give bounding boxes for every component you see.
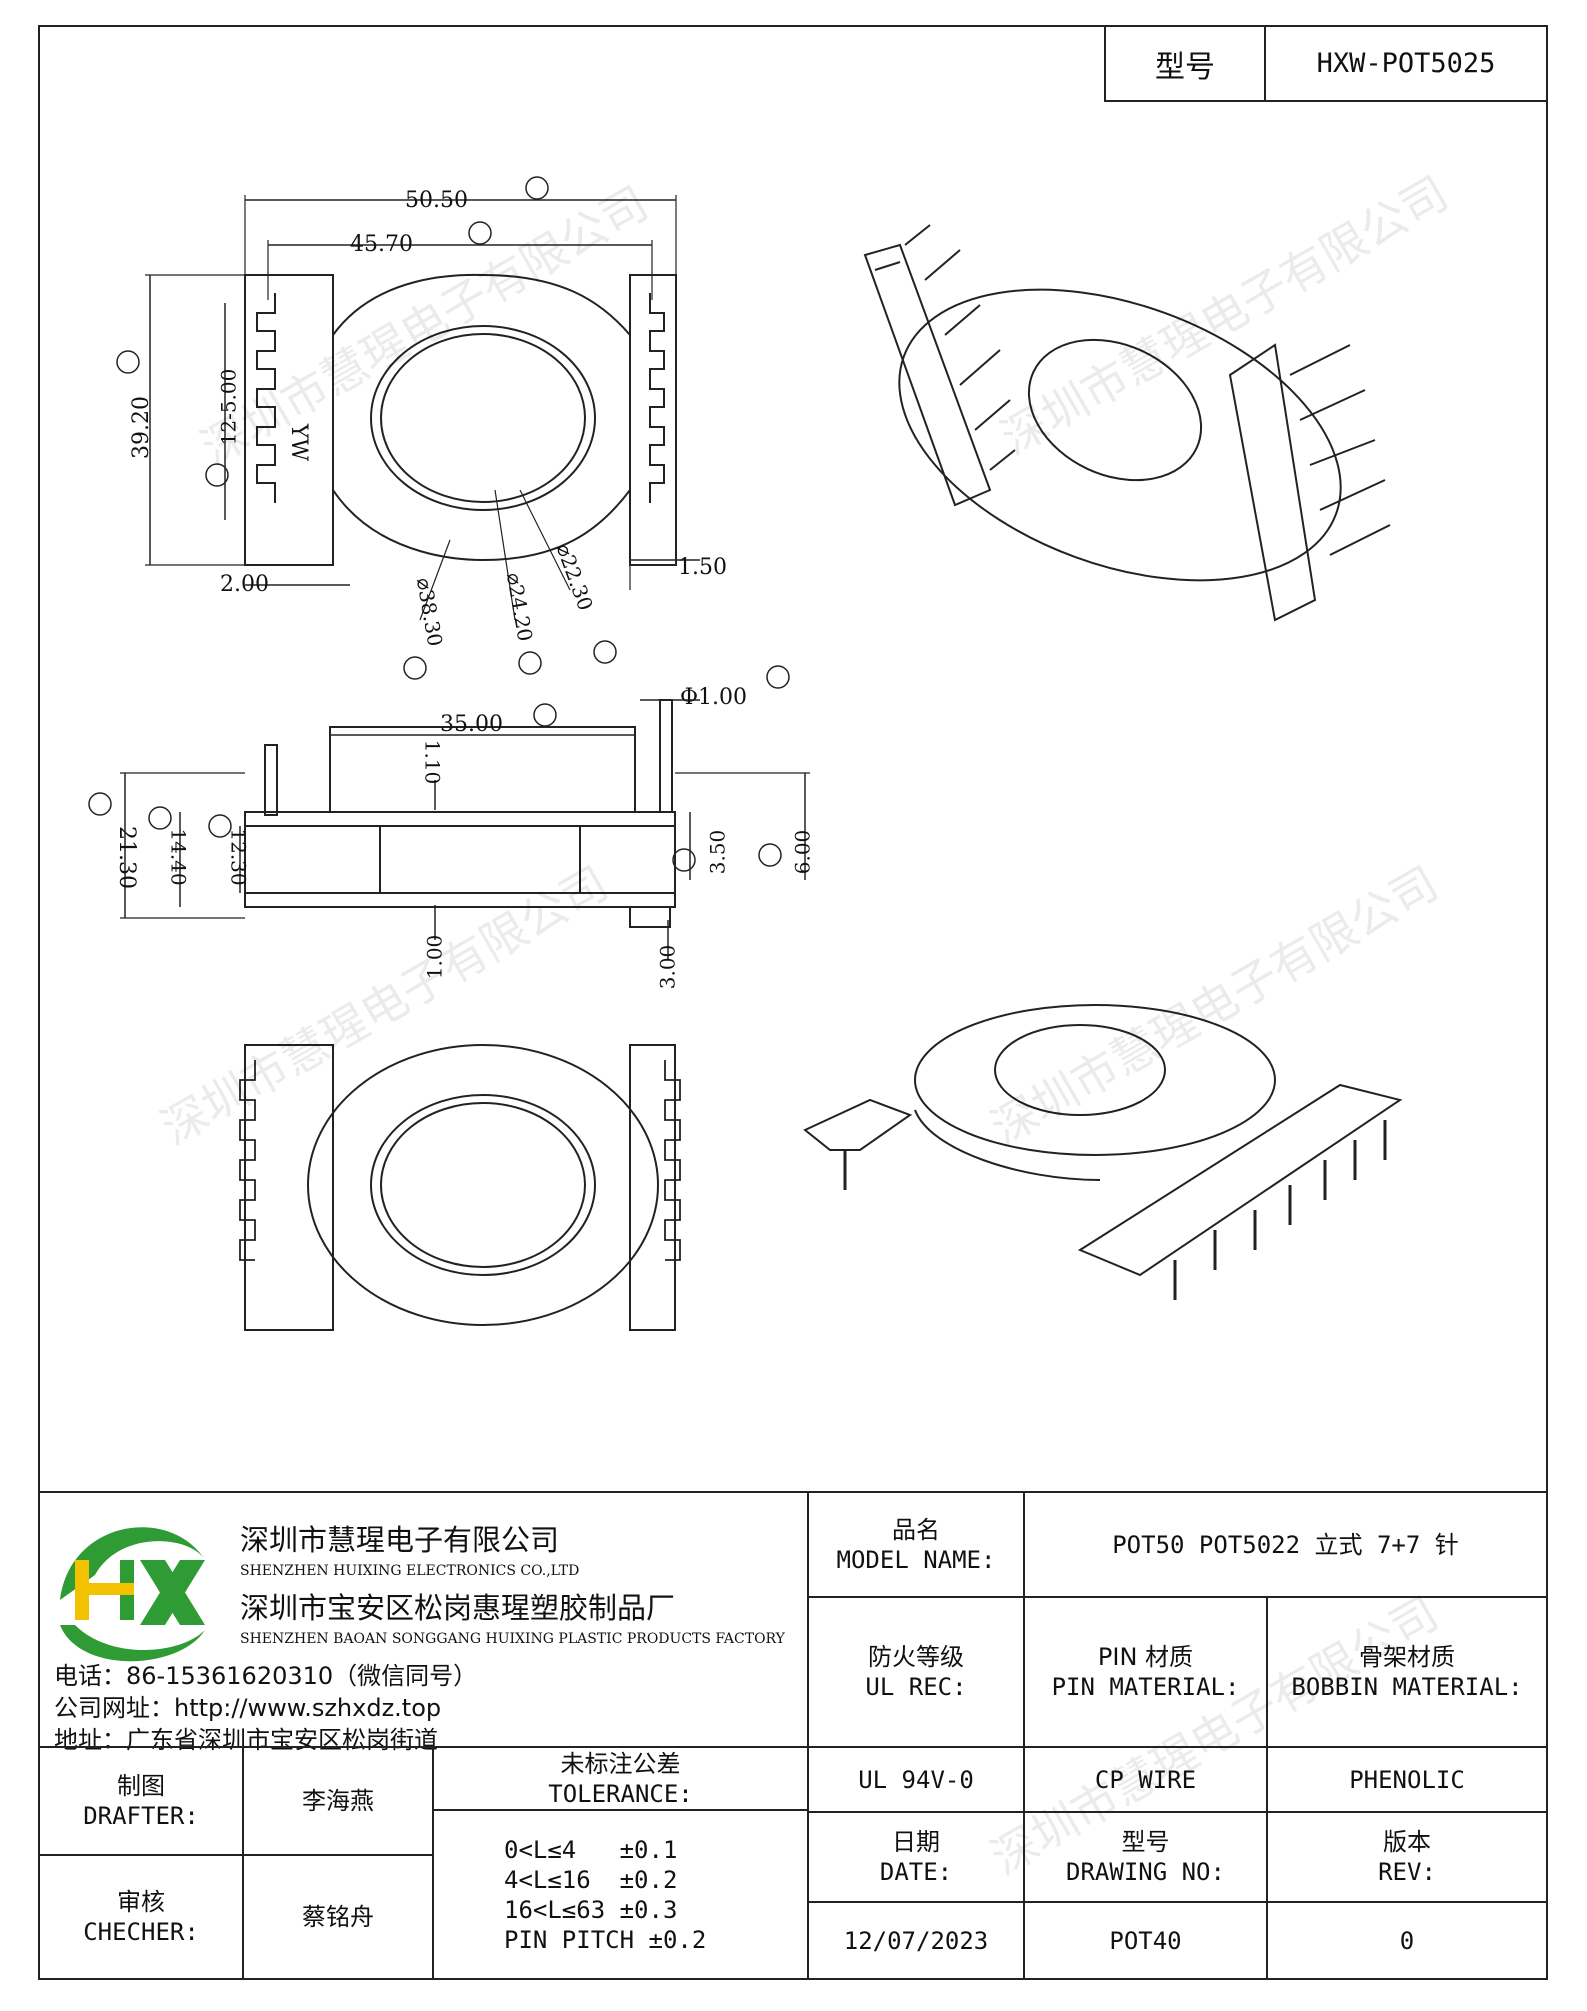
drafter-name: 李海燕 (242, 1746, 434, 1856)
rev-value-text: 0 (1399, 1926, 1415, 1955)
company-logo (60, 1527, 205, 1662)
drafter-cn: 制图 (117, 1772, 165, 1800)
tolerance-row: 0<L≤4 ±0.1 (504, 1835, 678, 1864)
checker-name-text: 蔡铭舟 (302, 1903, 374, 1931)
model-name-label: 品名 MODEL NAME: (807, 1491, 1025, 1598)
rev-label: 版本 REV: (1266, 1811, 1548, 1903)
dim-overall-width: 50.50 (405, 188, 468, 213)
tolerance-cn: 未标注公差 (560, 1749, 681, 1778)
tolerance-values: 0<L≤4 ±0.1 4<L≤16 ±0.2 16<L≤63 ±0.3 PIN … (432, 1809, 809, 1980)
date-en: DATE: (879, 1858, 953, 1886)
dim-pin-end: 3.00 (655, 944, 680, 990)
drawing-value-text: POT40 (1109, 1926, 1182, 1955)
factory-name-cn: 深圳市宝安区松岗惠瑆塑胶制品厂 (240, 1591, 676, 1625)
website: 公司网址：http://www.szhxdz.top (54, 1694, 442, 1722)
dim-core-width: 35.00 (440, 712, 503, 737)
rev-en: REV: (1378, 1858, 1436, 1886)
date-value-text: 12/07/2023 (843, 1926, 989, 1955)
pin-value: CP WIRE (1023, 1746, 1268, 1813)
model-header: 型号 HXW-POT5025 (1104, 25, 1548, 102)
iso-view-pins-down (803, 1004, 1403, 1300)
checker-cn: 审核 (117, 1888, 165, 1916)
model-name-value: POT50 POT5022 立式 7+7 针 (1023, 1491, 1548, 1598)
address: 地址：广东省深圳市宝安区松岗街道 (54, 1726, 438, 1754)
dim-mark: YW (286, 423, 312, 462)
bobbin-value-text: PHENOLIC (1349, 1765, 1465, 1794)
tolerance-row: 16<L≤63 ±0.3 (504, 1895, 678, 1924)
dim-flange-height: 14.40 (166, 828, 191, 886)
drawing-en: DRAWING NO: (1066, 1858, 1225, 1886)
iso-view-pins-up (863, 224, 1391, 622)
dim-pin-length: 6.00 (790, 829, 815, 875)
model-label: 型号 (1106, 27, 1266, 100)
bottom-view (239, 1044, 681, 1331)
fire-value-text: UL 94V-0 (858, 1765, 974, 1794)
dim-pin-spacing: 12-5.00 (216, 368, 241, 446)
date-label: 日期 DATE: (807, 1811, 1025, 1903)
factory-name-en: SHENZHEN BAOAN SONGGANG HUIXING PLASTIC … (240, 1631, 785, 1647)
top-view (145, 195, 700, 621)
model-name-en: MODEL NAME: (836, 1545, 996, 1574)
tolerance-label: 未标注公差 TOLERANCE: (432, 1746, 809, 1811)
tolerance-en: TOLERANCE: (548, 1779, 693, 1808)
fire-en: UL REC: (865, 1673, 967, 1701)
bobbin-en: BOBBIN MATERIAL: (1291, 1673, 1523, 1701)
pin-material-en: PIN MATERIAL: (1051, 1673, 1240, 1701)
bobbin-cn: 骨架材质 (1359, 1643, 1455, 1671)
rev-cn: 版本 (1383, 1828, 1431, 1856)
drawing-no-label: 型号 DRAWING NO: (1023, 1811, 1268, 1903)
company-info: 深圳市慧瑆电子有限公司 SHENZHEN HUIXING ELECTRONICS… (40, 1493, 810, 1755)
company-name-en: SHENZHEN HUIXING ELECTRONICS CO.,LTD (240, 1563, 580, 1579)
drafter-en: DRAFTER: (83, 1802, 199, 1830)
phone: 电话：86-15361620310（微信同号） (54, 1662, 478, 1690)
dim-height: 39.20 (128, 396, 154, 459)
model-name-text: POT50 POT5022 立式 7+7 针 (1112, 1530, 1459, 1559)
rev-value: 0 (1266, 1901, 1548, 1980)
dim-base-thickness: 1.00 (422, 934, 447, 980)
dim-pin-stub: 3.50 (705, 829, 730, 875)
title-block (38, 1491, 1548, 1493)
bobbin-value: PHENOLIC (1266, 1746, 1548, 1813)
company-name-cn: 深圳市慧瑆电子有限公司 (240, 1523, 560, 1557)
dim-pin-dia: Φ1.00 (680, 685, 748, 710)
fire-cn: 防火等级 (868, 1643, 964, 1671)
date-value: 12/07/2023 (807, 1901, 1025, 1980)
tolerance-row: 4<L≤16 ±0.2 (504, 1865, 678, 1894)
drawing-no-value: POT40 (1023, 1901, 1268, 1980)
dim-total-height: 21.30 (113, 826, 139, 889)
fire-value: UL 94V-0 (807, 1746, 1025, 1813)
drafter-label: 制图 DRAFTER: (38, 1746, 244, 1856)
tolerance-row: PIN PITCH ±0.2 (504, 1925, 707, 1954)
dim-winding-height: 12.30 (226, 828, 251, 886)
pin-value-text: CP WIRE (1094, 1765, 1197, 1794)
dim-flange-offset: 2.00 (220, 572, 269, 597)
model-name-cn: 品名 (892, 1515, 940, 1544)
checker-label: 审核 CHECHER: (38, 1854, 244, 1980)
dim-pin-row-span: 45.70 (350, 232, 413, 257)
side-view (120, 699, 810, 960)
checker-name: 蔡铭舟 (242, 1854, 434, 1980)
bobbin-material-label: 骨架材质 BOBBIN MATERIAL: (1266, 1596, 1548, 1748)
pin-material-cn: PIN 材质 (1097, 1643, 1194, 1671)
pin-material-label: PIN 材质 PIN MATERIAL: (1023, 1596, 1268, 1748)
date-cn: 日期 (892, 1828, 940, 1856)
dim-pin-gap: 1.50 (678, 555, 727, 580)
fire-rating-label: 防火等级 UL REC: (807, 1596, 1025, 1748)
drafter-name-text: 李海燕 (302, 1787, 374, 1815)
model-value: HXW-POT5025 (1316, 48, 1496, 79)
checker-en: CHECHER: (83, 1918, 199, 1946)
drawing-cn: 型号 (1121, 1828, 1170, 1856)
dim-wall: 1.10 (420, 739, 445, 785)
